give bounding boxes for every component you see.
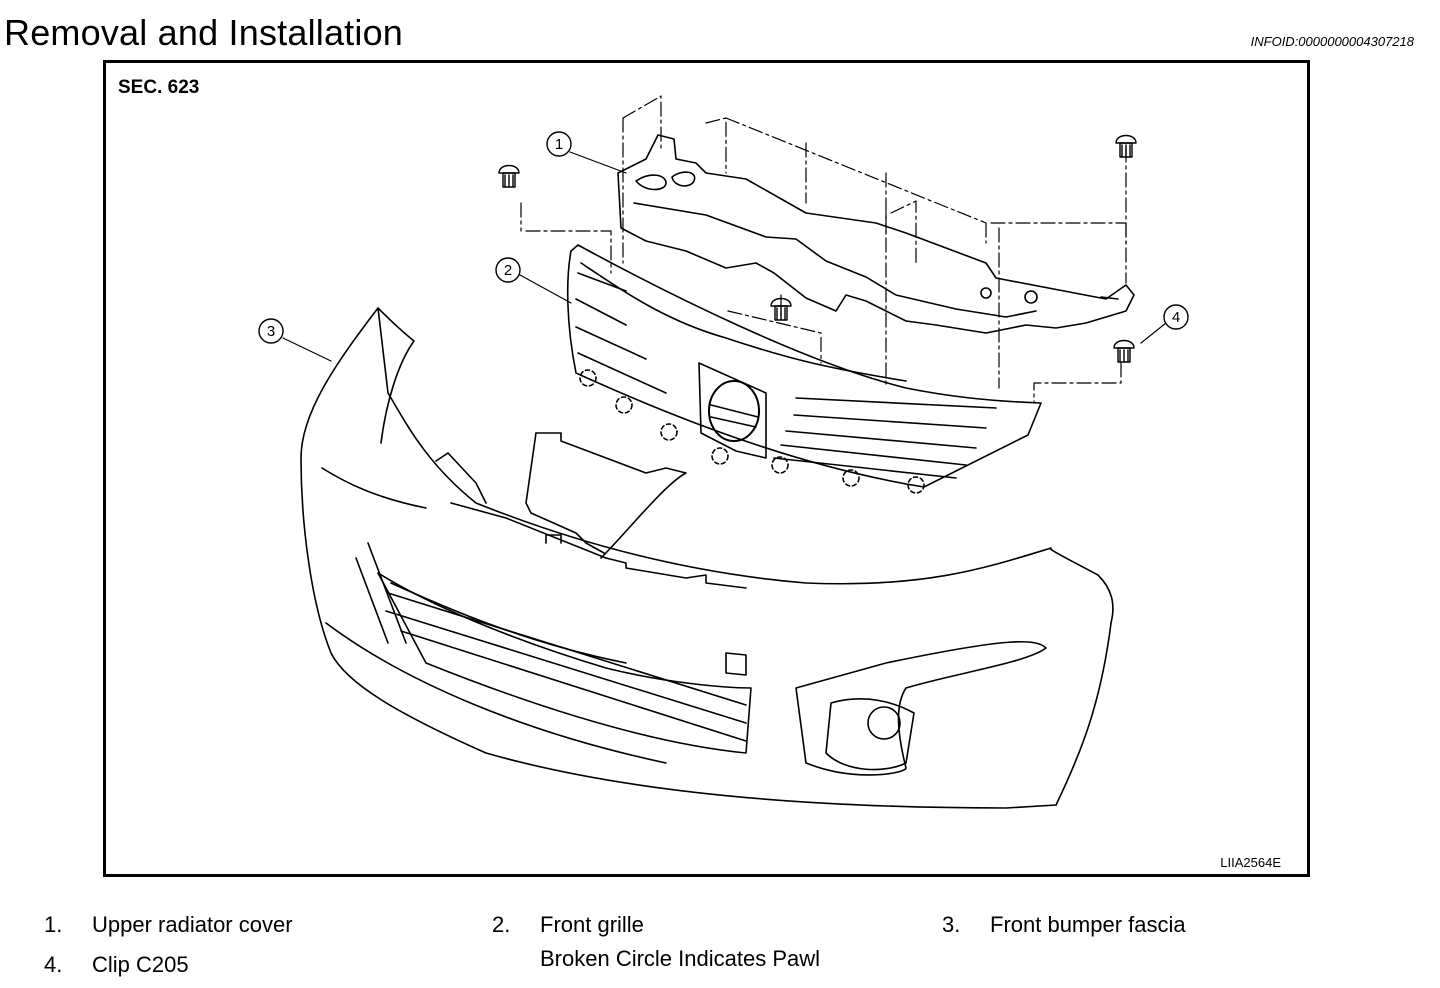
callout-4 [1163,304,1189,330]
callout-label-4: 4 [1172,309,1180,326]
legend-text-3: Front bumper fascia [990,912,1186,937]
legend-note-2: Broken Circle Indicates Pawl [540,946,821,971]
info-id: INFOID:0000000004307218 [1250,34,1414,49]
exploded-view-figure: SEC. 623 [103,60,1310,877]
legend-number-3: 3. [942,912,961,937]
upper-radiator-cover-drawing [617,134,1135,334]
front-grille-drawing [566,244,1042,494]
callout-leaders [282,151,1167,362]
legend-text-2: Front grille [540,912,644,937]
grille-bumper-diagram: 1 2 3 4 [258,95,1189,809]
callout-markers [258,131,1189,344]
clip-c205-drawings [498,134,1137,363]
callout-1 [546,131,572,157]
callout-3 [258,318,284,344]
alignment-lines [520,95,1127,404]
legend-text-4: Clip C205 [92,952,189,977]
callout-2 [495,257,521,283]
front-bumper-fascia-drawing [300,307,1114,809]
legend-number-2: 2. [492,912,511,937]
callout-label-2: 2 [504,262,512,279]
section-label: SEC. 623 [118,77,200,98]
legend-number-4: 4. [44,952,63,977]
legend-number-1: 1. [44,912,63,937]
callout-label-3: 3 [267,323,275,340]
figure-code: LIIA2564E [1220,855,1281,870]
page-title: Removal and Installation [4,12,404,53]
callout-label-1: 1 [555,136,563,153]
legend-text-1: Upper radiator cover [92,912,293,937]
